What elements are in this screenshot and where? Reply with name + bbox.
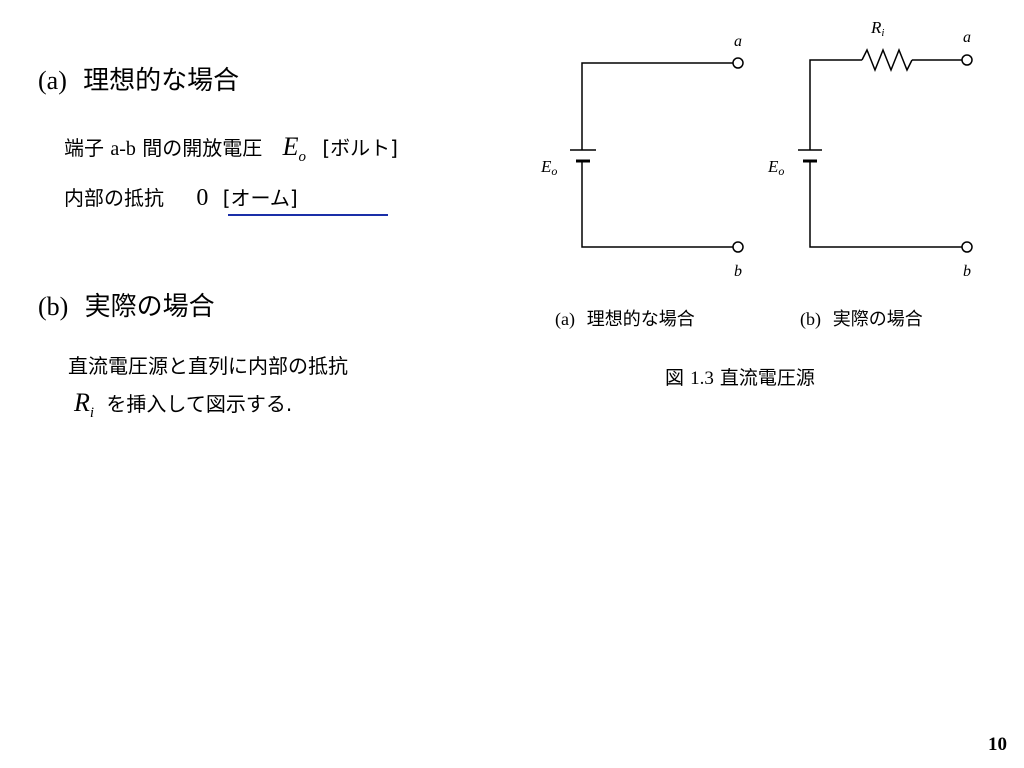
caption-a: (a) 理想的な場合 — [555, 305, 695, 331]
circuit-b-resistor-label: Ri — [870, 18, 884, 39]
circuit-b — [798, 47, 973, 253]
circuit-b-source-label: Eo — [767, 157, 784, 178]
description-line-2: Ri を挿入して図示する. — [74, 388, 293, 421]
circuit-a-label-b: b — [734, 263, 742, 280]
section-a-heading: (a) 理想的な場合 — [38, 60, 239, 97]
circuit-a-terminal-a-icon — [732, 57, 744, 69]
caption-b: (b) 実際の場合 — [800, 305, 923, 331]
circuit-a-label-a: a — [734, 33, 742, 50]
circuit-b-terminal-b-icon — [961, 241, 973, 253]
figure-caption: 図 1.3 直流電圧源 — [665, 363, 815, 390]
voltage-unit: [ボルト] — [322, 136, 398, 160]
caption-b-label: (b) — [800, 309, 821, 329]
section-a-label: (a) — [38, 66, 67, 95]
figure-caption-prefix: 図 — [665, 367, 685, 389]
circuit-a-bottom-wire — [581, 161, 733, 248]
voltage-symbol: Eo — [282, 132, 307, 165]
section-a-title: 理想的な場合 — [83, 66, 240, 96]
voltage-terminals: a-b — [110, 138, 136, 160]
caption-a-text: 理想的な場合 — [586, 309, 695, 330]
section-b-title: 実際の場合 — [84, 292, 215, 322]
page-number: 10 — [988, 734, 1007, 755]
resistance-value: 0 — [196, 185, 209, 211]
figure-caption-text: 直流電圧源 — [719, 367, 815, 389]
voltage-prefix: 端子 — [64, 136, 104, 160]
resistor-symbol: Ri — [74, 388, 95, 421]
section-b-label: (b) — [38, 292, 69, 321]
description-text: を挿入して図示する. — [106, 392, 293, 416]
circuit-b-label-b: b — [963, 263, 971, 280]
circuit-a-source-label: Eo — [540, 157, 557, 178]
circuit-a-top-wire — [581, 62, 733, 150]
circuit-b-resistor-icon — [861, 47, 913, 73]
circuit-b-top-wire — [809, 59, 862, 150]
caption-a-label: (a) — [555, 309, 575, 329]
circuit-b-label-a: a — [963, 29, 971, 46]
resistance-text: 内部の抵抗 — [64, 186, 164, 210]
circuit-b-terminal-a-icon — [961, 54, 973, 66]
circuit-a-terminal-b-icon — [732, 241, 744, 253]
description-line-1: 直流電圧源と直列に内部の抵抗 — [68, 354, 348, 378]
circuit-b-bottom-wire — [809, 161, 962, 248]
resistance-unit: [オーム] — [222, 186, 298, 210]
circuit-a — [570, 57, 744, 253]
open-voltage-line: 端子 a-b 間の開放電圧 Eo [ボルト] — [64, 132, 398, 165]
caption-b-text: 実際の場合 — [832, 309, 923, 330]
resistance-underline — [228, 214, 388, 216]
voltage-text: 間の開放電圧 — [142, 136, 263, 160]
section-b-heading: (b) 実際の場合 — [38, 286, 215, 323]
internal-resistance-line: 内部の抵抗 0 [オーム] — [64, 182, 298, 212]
figure-caption-number: 1.3 — [690, 368, 714, 389]
